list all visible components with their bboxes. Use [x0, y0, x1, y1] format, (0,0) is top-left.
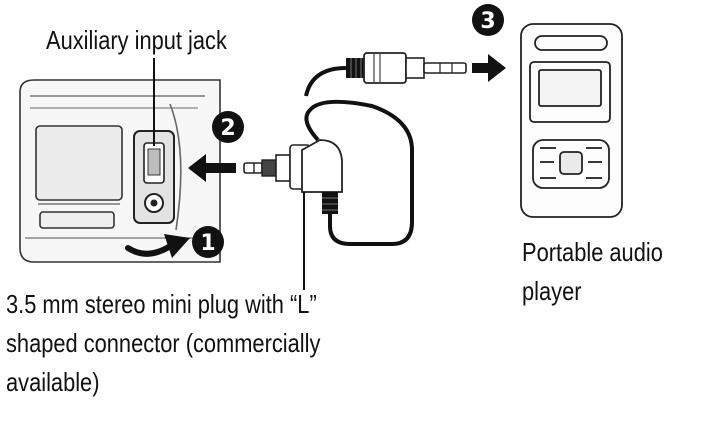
rotate-arrowhead: [164, 234, 190, 258]
step-2-badge: 2: [212, 111, 244, 143]
aux-jack-label: Auxiliary input jack: [46, 25, 227, 55]
player-label-line-2: player: [522, 276, 582, 306]
plug-label-line-3: available): [6, 367, 100, 397]
step-1-number: 1: [200, 231, 215, 256]
player-label-line-1: Portable audio: [522, 237, 663, 267]
car-stereo-panel: [19, 79, 221, 263]
plug-label-line-1: 3.5 mm stereo mini plug with “L”: [6, 289, 317, 319]
l-shaped-plug: [243, 139, 343, 214]
cable-segment: [304, 66, 347, 97]
connect-arrow-icon: [472, 54, 506, 82]
portable-audio-player: [520, 23, 623, 218]
aux-jack: [133, 130, 175, 224]
step-2-number: 2: [220, 116, 235, 141]
step-3-number: 3: [480, 9, 495, 34]
audio-cable: [304, 99, 414, 246]
plug-label-line-2: shaped connector (commercially: [6, 328, 321, 358]
straight-plug: [346, 52, 467, 84]
step-1-badge: 1: [192, 226, 224, 258]
step-3-badge: 3: [472, 4, 504, 36]
insert-arrow-icon: [188, 154, 236, 182]
